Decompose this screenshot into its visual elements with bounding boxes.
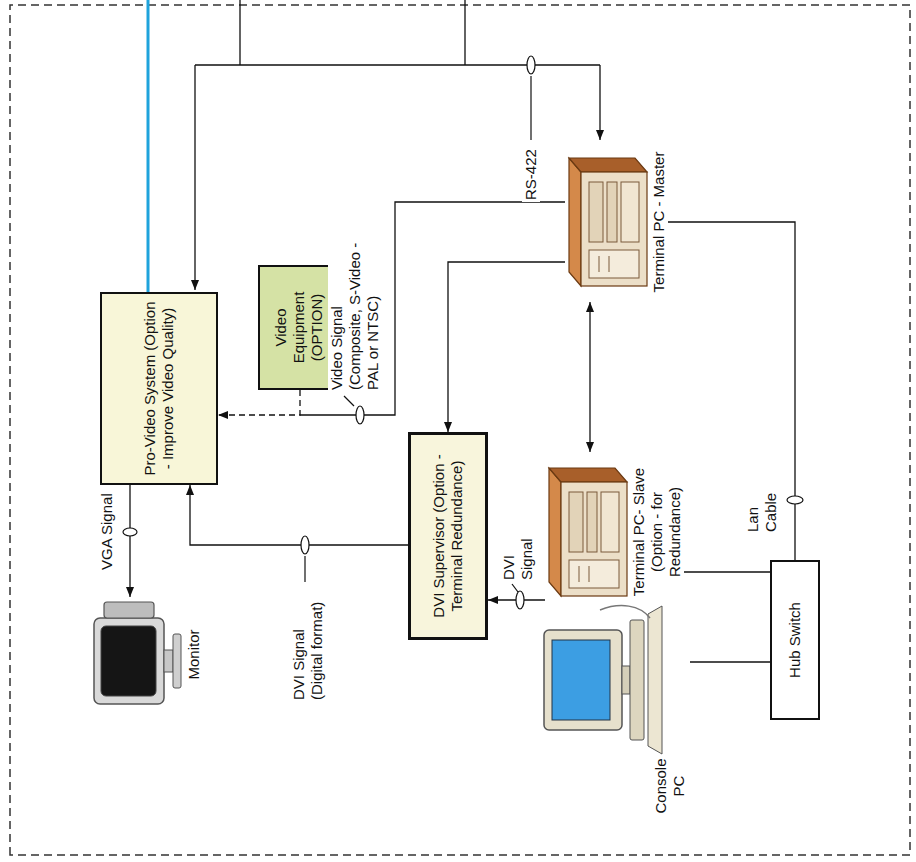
connector bbox=[684, 571, 770, 572]
rs422-leader bbox=[530, 76, 531, 140]
terminal-pc-icon bbox=[565, 152, 650, 292]
terminal-pc-icon bbox=[545, 462, 630, 602]
signal-marker bbox=[356, 406, 364, 424]
node-text: Terminal PC- Slave (Option - for Redunda… bbox=[630, 452, 684, 612]
connector bbox=[589, 302, 590, 452]
signal-label: Lan Cable bbox=[744, 478, 780, 534]
terminal-video-line bbox=[300, 202, 565, 415]
connector bbox=[218, 390, 300, 415]
node-text: Monitor bbox=[185, 597, 203, 712]
connector bbox=[668, 222, 795, 560]
hub-box: Hub Switch bbox=[770, 560, 820, 720]
signal-label: RS-422 bbox=[522, 147, 540, 202]
signal-marker bbox=[301, 536, 309, 554]
video-out-line bbox=[147, 0, 150, 292]
connector bbox=[190, 485, 408, 545]
signal-label: VGA Signal bbox=[98, 491, 116, 572]
connector bbox=[129, 485, 130, 597]
node-text: DVI Supervisor (Option - Terminal Redund… bbox=[430, 441, 466, 631]
supervisor-box: DVI Supervisor (Option - Terminal Redund… bbox=[408, 432, 488, 640]
console-pc: Console PC bbox=[540, 597, 690, 822]
console-pc-icon bbox=[540, 600, 665, 760]
node-text: Console PC bbox=[652, 750, 688, 822]
terminal-pc: Terminal PC - Master bbox=[565, 142, 668, 302]
video-leader bbox=[344, 396, 354, 406]
connector bbox=[448, 262, 565, 432]
rs422-to-master bbox=[599, 65, 600, 140]
signal-marker bbox=[527, 56, 535, 74]
signal-label: DVI Signal (Digital format) bbox=[290, 582, 326, 702]
connector bbox=[690, 661, 770, 662]
rs422-to-provideo bbox=[194, 65, 195, 290]
terminal-pc: Terminal PC- Slave (Option - for Redunda… bbox=[545, 452, 684, 612]
process-box: Pro-Video System (Option - Improve Video… bbox=[100, 292, 218, 485]
signal-marker bbox=[123, 528, 137, 536]
dvi-leader bbox=[512, 584, 518, 592]
monitor-icon bbox=[90, 597, 185, 712]
node-text: Pro-Video System (Option - Improve Video… bbox=[141, 300, 177, 477]
node-text: Hub Switch bbox=[786, 602, 804, 678]
rs422-bus bbox=[195, 0, 600, 65]
monitor-device: Monitor bbox=[90, 597, 203, 712]
node-text: Video Equipment (OPTION) bbox=[272, 273, 326, 382]
signal-label: DVI Signal bbox=[500, 520, 536, 582]
signal-marker bbox=[516, 591, 524, 609]
node-text: Terminal PC - Master bbox=[650, 142, 668, 302]
signal-label: Video Signal (Composite, S-Video - PAL o… bbox=[328, 227, 382, 392]
room-boundary bbox=[10, 5, 910, 855]
signal-marker bbox=[787, 496, 803, 504]
